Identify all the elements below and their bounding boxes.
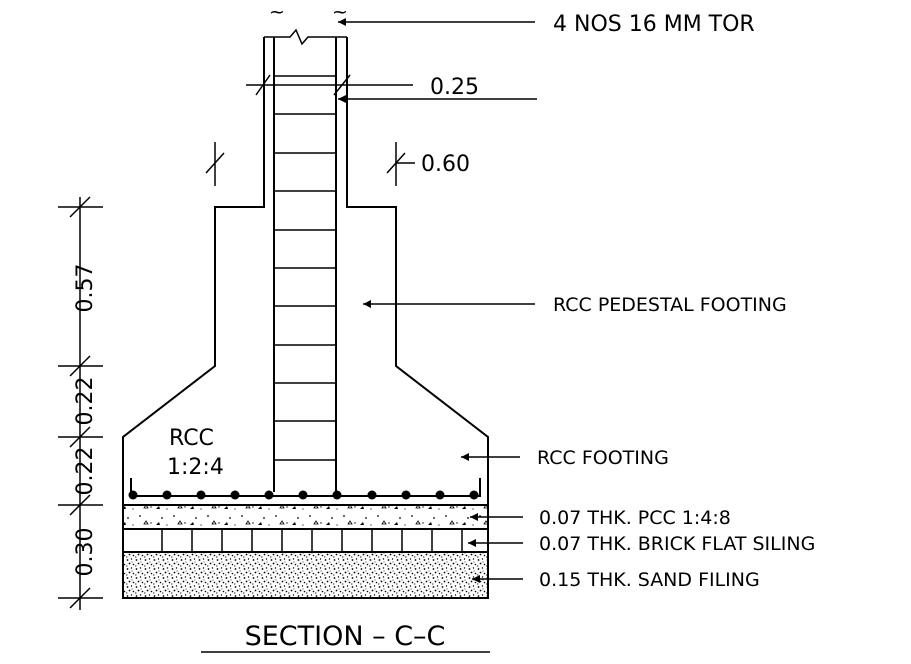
tick-mark xyxy=(69,494,91,516)
tick-mark xyxy=(255,74,271,96)
sand-layer xyxy=(122,551,489,599)
offset-label: 0.60 xyxy=(421,152,470,177)
tick-mark xyxy=(69,196,91,218)
dim-022-lower: 0.22 xyxy=(73,447,98,496)
tick-mark xyxy=(205,152,225,174)
section-title: SECTION – C–C xyxy=(245,621,446,652)
tick-mark xyxy=(69,355,91,377)
brick-joints xyxy=(161,529,463,552)
tick-mark xyxy=(69,587,91,609)
bars-label: 4 NOS 16 MM TOR xyxy=(553,12,755,37)
tick-mark xyxy=(69,426,91,448)
mesh-bar-dots xyxy=(128,490,479,500)
pcc-label: 0.07 THK. PCC 1:4:8 xyxy=(539,507,731,529)
dim-022-upper: 0.22 xyxy=(73,377,98,426)
brick-layer xyxy=(122,528,489,553)
pedestal-label: RCC PEDESTAL FOOTING xyxy=(553,294,787,316)
col-width-label: 0.25 xyxy=(430,75,479,100)
break-mark-right: ~ xyxy=(332,1,348,23)
tick-mark xyxy=(333,74,351,96)
sand-label: 0.15 THK. SAND FILING xyxy=(539,569,760,591)
mix-label-1: RCC xyxy=(169,426,214,451)
pcc-layer xyxy=(122,504,489,530)
stirrups xyxy=(274,75,336,461)
brick-label: 0.07 THK. BRICK FLAT SILING xyxy=(539,533,815,555)
dim-057: 0.57 xyxy=(73,264,98,313)
dim-030: 0.30 xyxy=(73,528,98,577)
footing-label: RCC FOOTING xyxy=(537,447,669,469)
mix-label-2: 1:2:4 xyxy=(167,455,224,480)
break-mark-left: ~ xyxy=(269,1,285,23)
break-line xyxy=(264,28,347,46)
